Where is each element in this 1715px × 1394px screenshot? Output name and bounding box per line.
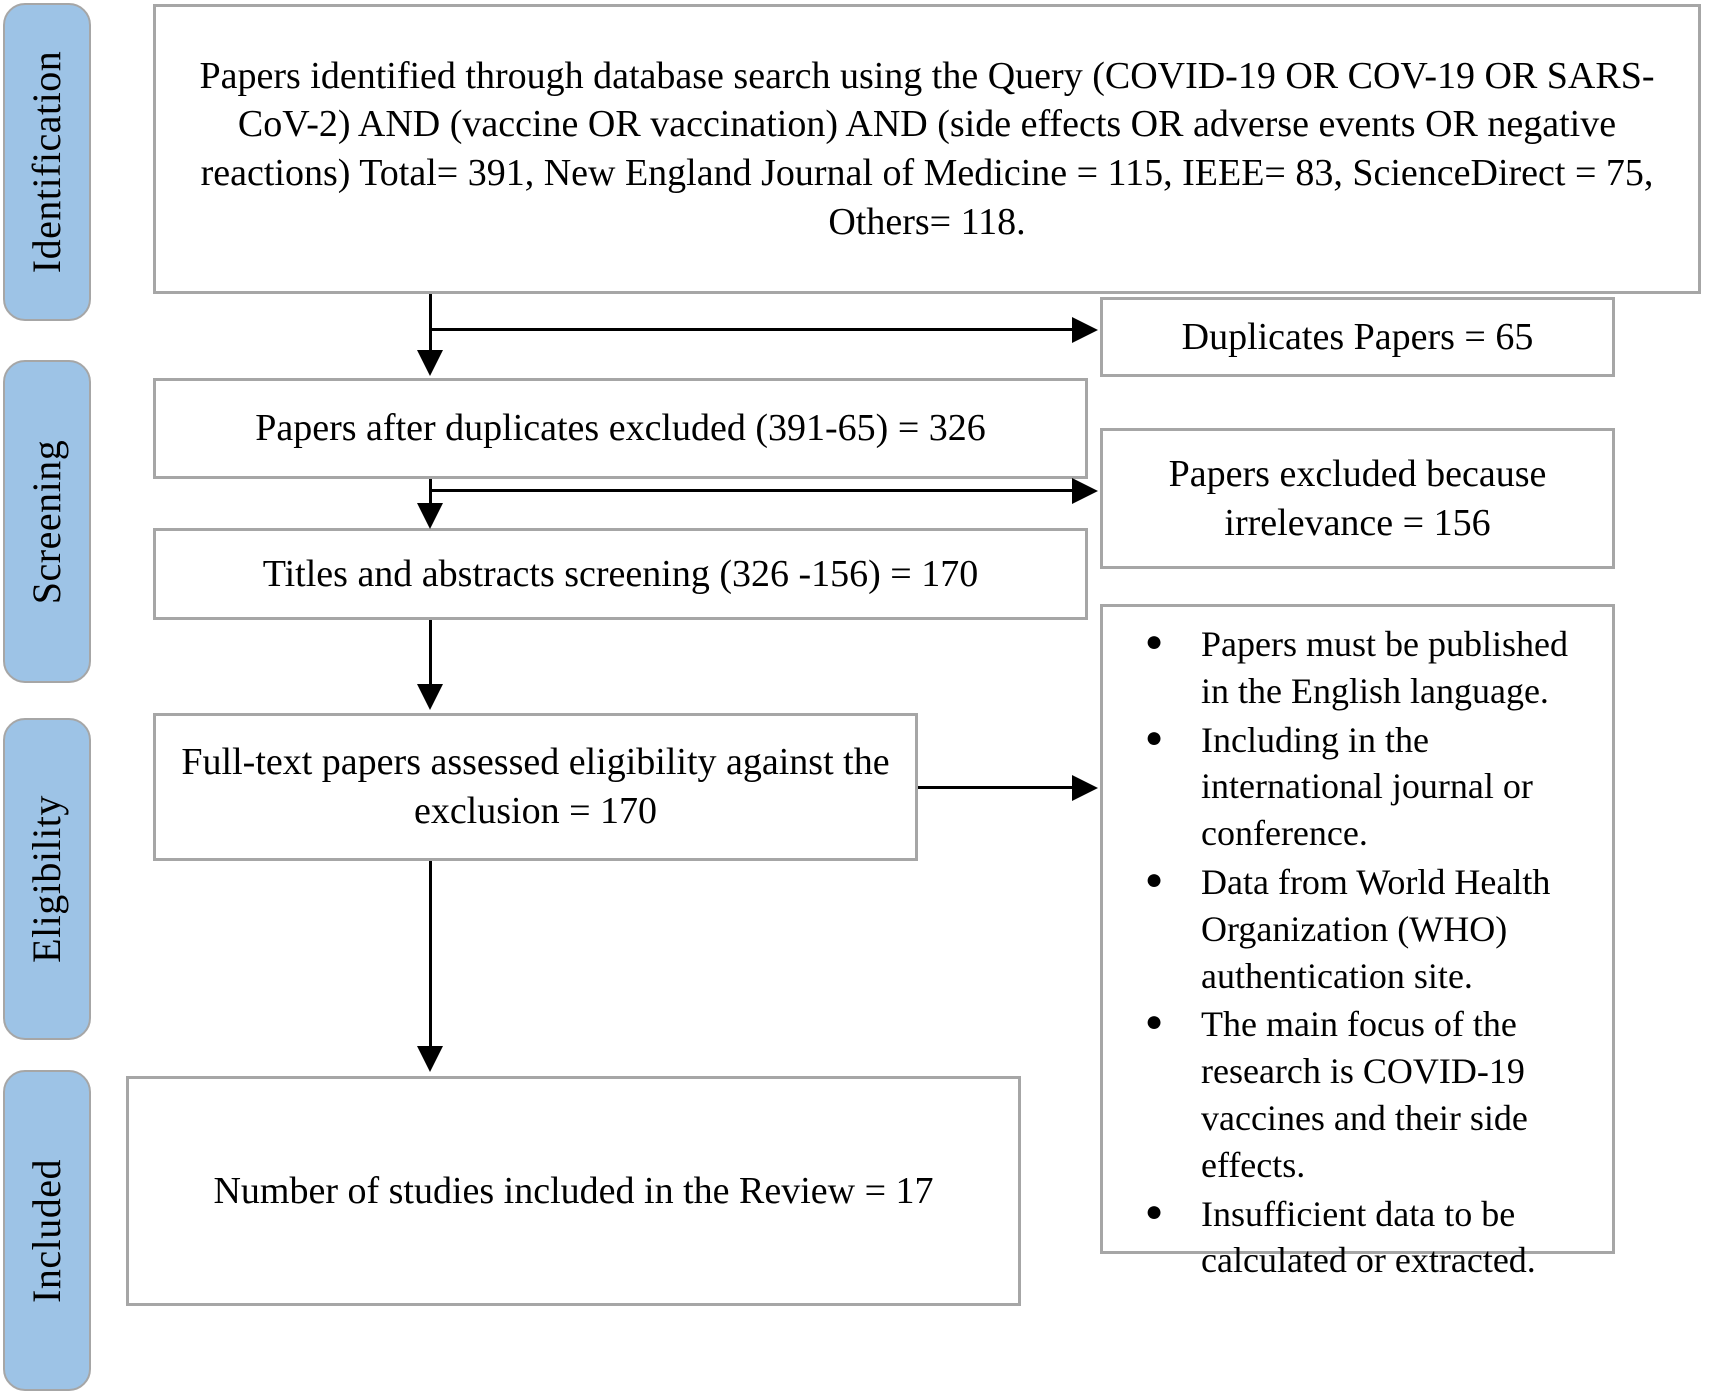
criteria-list-item: ● The main focus of the research is COVI… xyxy=(1123,1001,1594,1188)
connector-identified-to-after-duplicates xyxy=(429,294,432,352)
connector-to-duplicates xyxy=(431,328,1073,331)
box-duplicates-papers: Duplicates Papers = 65 xyxy=(1100,297,1615,377)
box-included-studies-text: Number of studies included in the Review… xyxy=(213,1169,934,1212)
criteria-item-text: Papers must be published in the English … xyxy=(1201,624,1568,711)
criteria-item-text: The main focus of the research is COVID-… xyxy=(1201,1004,1528,1185)
stage-included-label: Included xyxy=(24,1158,69,1303)
box-full-text-assessed: Full-text papers assessed eligibility ag… xyxy=(153,713,918,861)
box-excluded-irrelevance-text: Papers excluded because irrelevance = 15… xyxy=(1168,452,1547,544)
criteria-list-item: ● Papers must be published in the Englis… xyxy=(1123,621,1594,715)
connector-full-text-to-criteria xyxy=(918,786,1073,789)
stage-eligibility: Eligibility xyxy=(3,718,91,1040)
arrow-full-text-to-criteria xyxy=(1072,775,1098,801)
box-included-studies: Number of studies included in the Review… xyxy=(126,1076,1021,1306)
criteria-item-text: Insufficient data to be calculated or ex… xyxy=(1201,1193,1536,1281)
eligibility-criteria-list: ● Papers must be published in the Englis… xyxy=(1123,621,1594,1284)
criteria-list-item: ● Insufficient data to be calculated or … xyxy=(1123,1191,1594,1285)
box-after-duplicates-text: Papers after duplicates excluded (391-65… xyxy=(255,407,986,450)
stage-included: Included xyxy=(3,1070,91,1391)
box-papers-identified: Papers identified through database searc… xyxy=(153,4,1701,294)
stage-identification-label: Identification xyxy=(24,50,69,274)
stage-screening: Screening xyxy=(3,360,91,683)
connector-full-text-to-included xyxy=(429,861,432,1048)
bullet-icon: ● xyxy=(1145,1194,1164,1228)
bullet-icon: ● xyxy=(1145,862,1164,896)
box-titles-abstracts: Titles and abstracts screening (326 -156… xyxy=(153,528,1088,620)
bullet-icon: ● xyxy=(1145,720,1164,754)
arrow-identified-to-after-duplicates xyxy=(417,350,443,376)
box-eligibility-criteria: ● Papers must be published in the Englis… xyxy=(1100,604,1615,1280)
arrow-full-text-to-included xyxy=(417,1046,443,1072)
stage-eligibility-label: Eligibility xyxy=(24,795,69,963)
box-excluded-irrelevance: Papers excluded because irrelevance = 15… xyxy=(1100,428,1615,569)
stage-screening-label: Screening xyxy=(24,439,69,604)
arrow-titles-to-full-text xyxy=(417,684,443,710)
box-after-duplicates: Papers after duplicates excluded (391-65… xyxy=(153,378,1088,479)
arrow-to-excluded-irrelevance xyxy=(1072,478,1098,504)
connector-after-duplicates-to-titles xyxy=(429,479,432,510)
box-titles-abstracts-text: Titles and abstracts screening (326 -156… xyxy=(262,552,979,595)
connector-to-excluded-irrelevance xyxy=(431,489,1073,492)
box-duplicates-papers-text: Duplicates Papers = 65 xyxy=(1181,315,1534,358)
criteria-list-item: ● Data from World Health Organization (W… xyxy=(1123,859,1594,999)
stage-identification: Identification xyxy=(3,3,91,321)
criteria-list-item: ● Including in the international journal… xyxy=(1123,717,1594,857)
arrow-to-duplicates xyxy=(1072,317,1098,343)
box-papers-identified-text: Papers identified through database searc… xyxy=(199,54,1655,243)
connector-titles-to-full-text xyxy=(429,620,432,688)
criteria-item-text: Including in the international journal o… xyxy=(1201,719,1533,854)
arrow-after-duplicates-to-titles xyxy=(417,503,443,529)
criteria-item-text: Data from World Health Organization (WHO… xyxy=(1201,861,1551,996)
bullet-icon: ● xyxy=(1145,625,1164,658)
box-full-text-assessed-text: Full-text papers assessed eligibility ag… xyxy=(181,740,890,832)
bullet-icon: ● xyxy=(1145,1005,1164,1039)
